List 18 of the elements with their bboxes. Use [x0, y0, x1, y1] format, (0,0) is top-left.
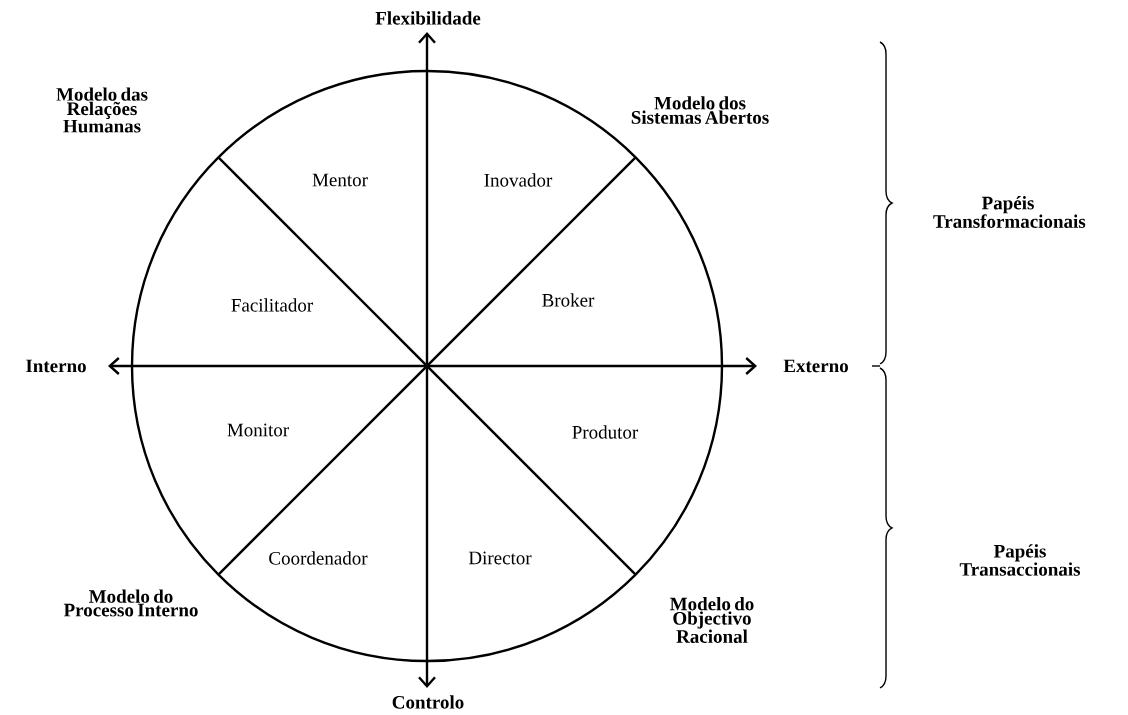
bracket-label: Papéis Transformacionais — [933, 196, 1086, 228]
role-label: Facilitador — [231, 298, 313, 312]
quadrant-label: Modelo dos Sistemas Abertos — [631, 96, 769, 124]
role-label: Produtor — [572, 425, 639, 439]
axis-label: Controlo — [392, 695, 464, 709]
quadrant-label: Modelo do Objectivo Racional — [670, 597, 754, 643]
role-label: Monitor — [227, 423, 289, 437]
role-label: Inovador — [484, 173, 553, 187]
role-label: Director — [468, 551, 532, 565]
role-label: Broker — [542, 293, 595, 307]
bracket-label: Papéis Transaccionais — [959, 544, 1081, 576]
role-label: Mentor — [312, 173, 368, 187]
axis-label: Flexibilidade — [375, 11, 481, 25]
quadrant-label: Modelo das Relações Humanas — [56, 87, 148, 133]
role-label: Coordenador — [269, 551, 368, 565]
axis-label: Interno — [26, 359, 86, 373]
quadrant-label: Modelo do Processo Interno — [63, 589, 198, 617]
axis-label: Externo — [783, 359, 848, 373]
